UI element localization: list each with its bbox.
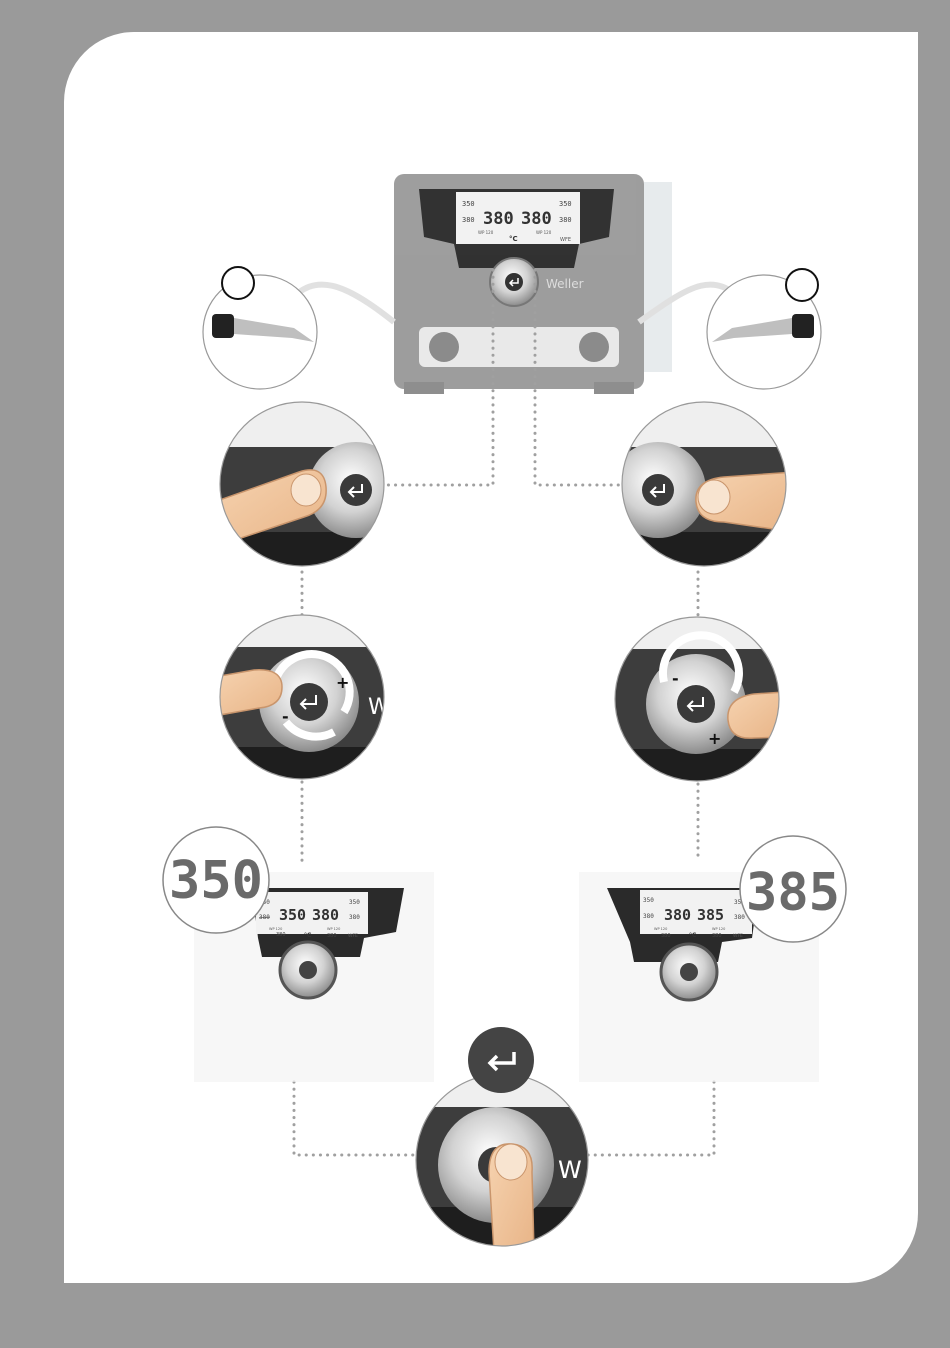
zoom-value: 385 (746, 863, 840, 923)
step-marker-left (222, 267, 254, 299)
brand-letter: W (368, 695, 390, 720)
left-result: 350 380 350 380 350 380 WP 120 WP 120 38… (163, 827, 434, 1082)
lcd-left-small: 380 (462, 216, 475, 224)
enter-button-badge (468, 1027, 534, 1093)
increase-sign: + (708, 729, 721, 748)
result-old-value: 380 (643, 913, 654, 920)
instruction-sheet: 350 350 380 380 380 380 WP 120 WP 120 °C… (64, 32, 918, 1283)
result-left-main: 380 (664, 906, 691, 924)
result-tool-right: WP 120 (712, 927, 725, 931)
decrease-sign: - (282, 707, 289, 726)
result-right-setpoint: 350 (349, 899, 360, 906)
result-left-main: 350 (279, 906, 306, 924)
result-small-right: 380 (327, 933, 337, 939)
step-marker-right (786, 269, 818, 301)
instruction-illustration: 350 350 380 380 380 380 WP 120 WP 120 °C… (64, 32, 918, 1283)
result-setpoint: 350 (643, 897, 654, 904)
lcd-left-main: 380 (483, 209, 514, 229)
increase-sign: + (336, 673, 349, 692)
result-right-small: 380 (349, 914, 360, 921)
lcd-right-main: 380 (521, 209, 552, 229)
station-knob[interactable] (490, 258, 538, 306)
result-tool-right: WP 120 (327, 927, 340, 931)
lcd-right-tool: WP 120 (536, 230, 552, 235)
lcd-unit: °C (509, 235, 518, 243)
lcd-right-setpoint: 350 (559, 200, 572, 208)
brand-letter: W (558, 1156, 582, 1184)
lcd-right-small: 380 (559, 216, 572, 224)
decrease-sign: - (672, 669, 679, 688)
zoom-value: 350 (169, 851, 263, 911)
result-unit: °C (689, 932, 697, 939)
result-standby-label: WFE (348, 933, 358, 939)
result-right-small: 380 (734, 914, 745, 921)
result-right-main: 380 (312, 906, 339, 924)
brand-label: Weller (546, 277, 584, 291)
result-small-left: 380 (661, 933, 671, 939)
lcd-left-setpoint: 350 (462, 200, 475, 208)
rotate-knob-left: + - W (214, 607, 394, 787)
right-result: 350 380 380 385 350 380 WP 120 WP 120 38… (579, 836, 846, 1082)
result-tool-left: WP 120 (269, 927, 282, 931)
rotate-knob-right: - + (609, 609, 789, 789)
confirm-step: W (414, 1027, 594, 1252)
result-tool-left: WP 120 (654, 927, 667, 931)
lcd-left-tool: WP 120 (478, 230, 494, 235)
result-small-left: 380 (276, 932, 286, 938)
result-small-right: 380 (712, 933, 722, 939)
press-knob-right (610, 392, 799, 582)
result-right-main: 385 (697, 906, 724, 924)
result-standby-label: WFE (733, 933, 743, 939)
result-old-value: 380 (259, 914, 270, 921)
lcd-standby-label: WFE (560, 237, 571, 243)
left-tool-callout (203, 267, 317, 389)
result-unit: °C (304, 932, 312, 939)
press-knob-left (214, 392, 404, 582)
